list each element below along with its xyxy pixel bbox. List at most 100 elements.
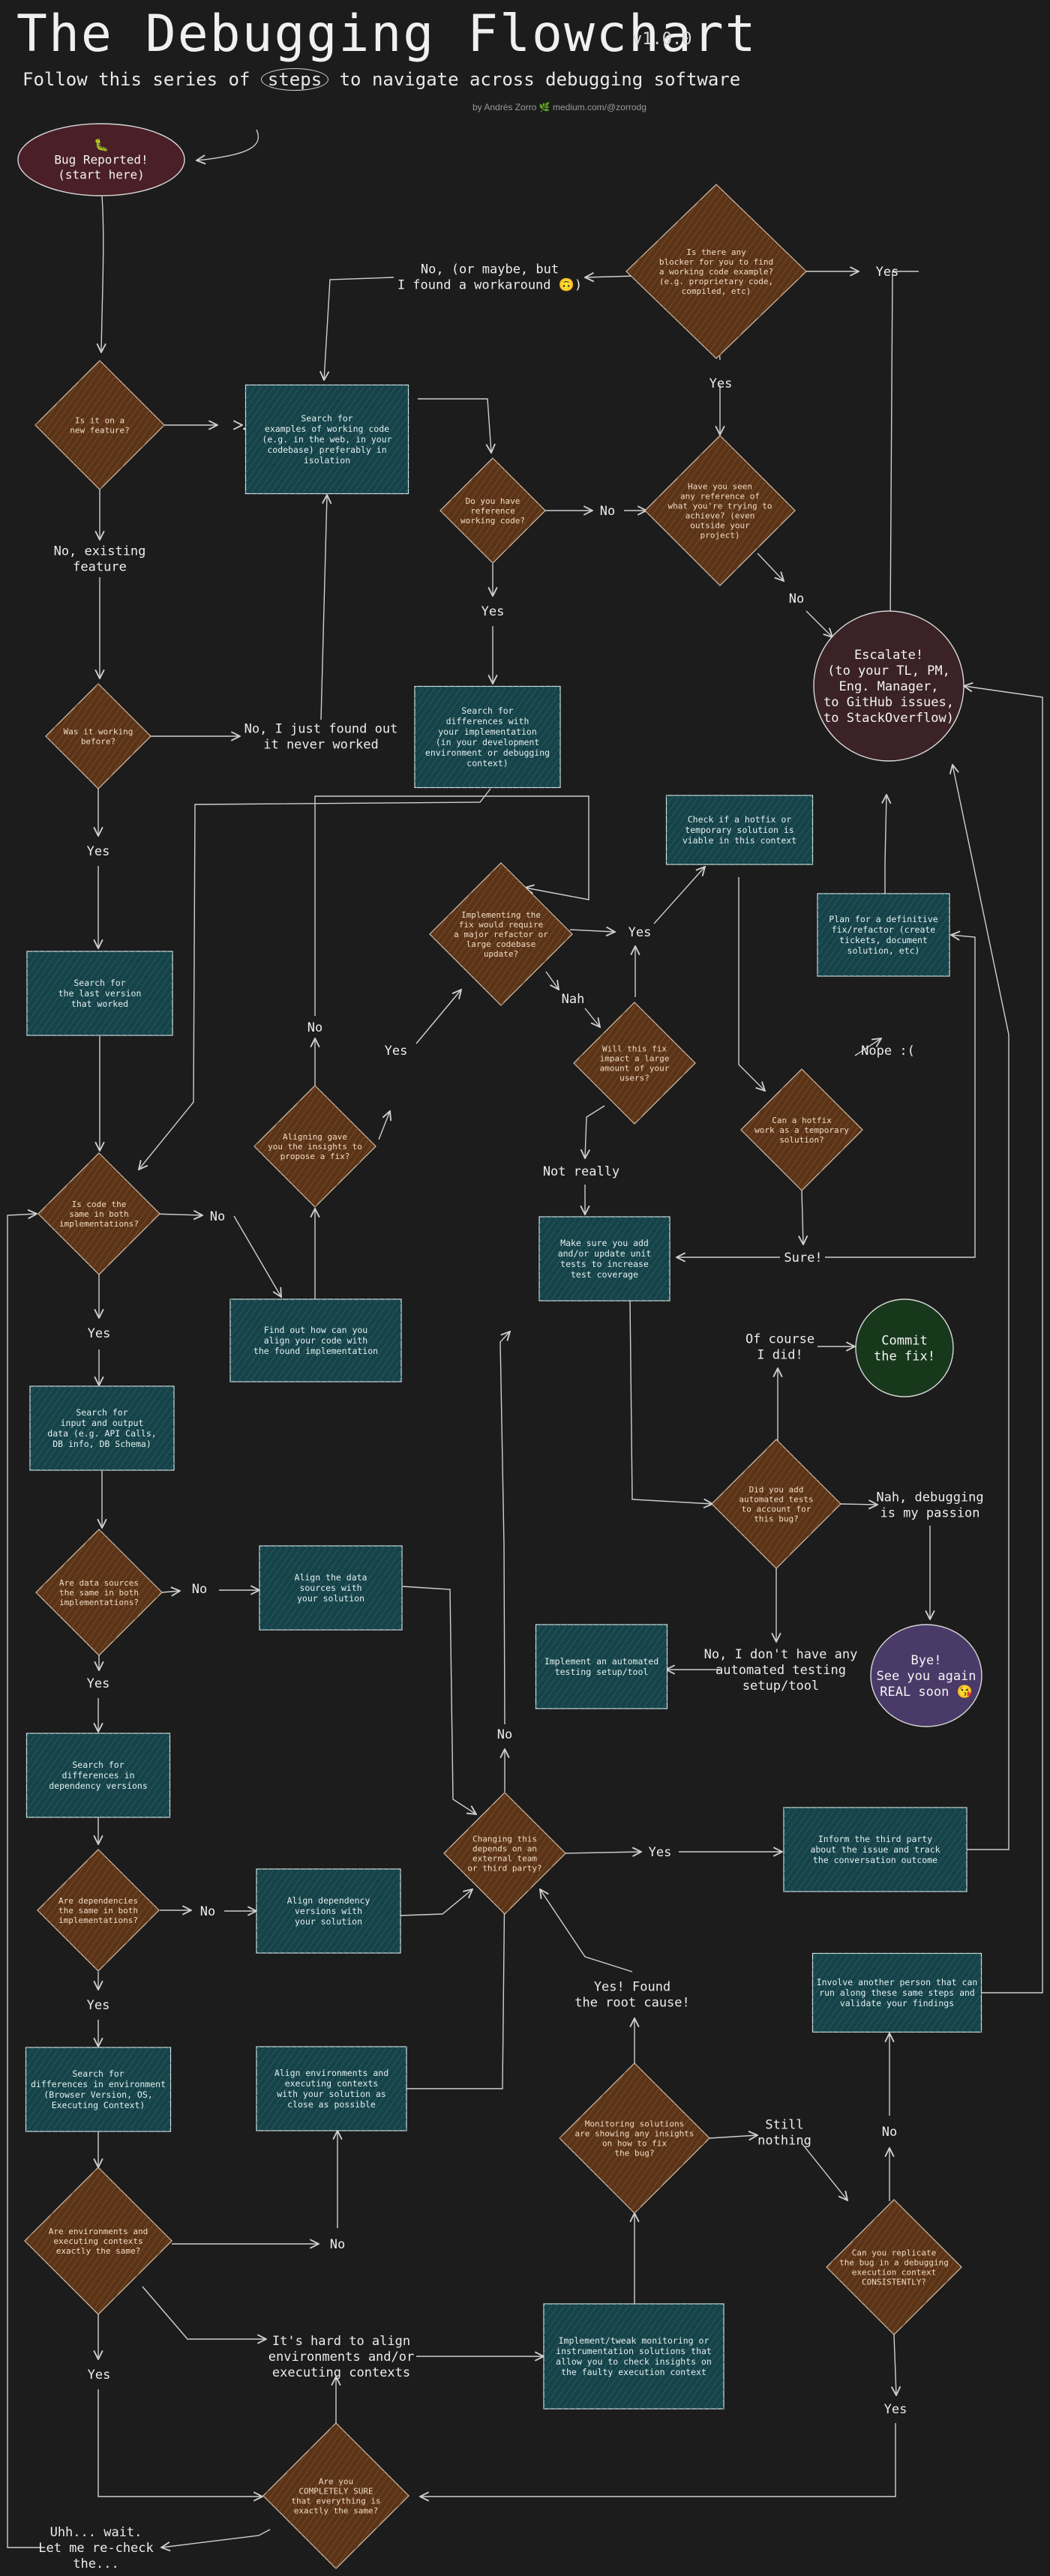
connector-arrow xyxy=(400,1889,472,1916)
subtitle-keyword: steps xyxy=(260,68,329,91)
no-envs-same-label: No xyxy=(330,2237,345,2252)
sure-text: Sure! xyxy=(784,1251,822,1266)
connector-arrow xyxy=(540,1889,633,1972)
connector-arrow xyxy=(233,1215,281,1297)
no-data-same-text: No xyxy=(192,1582,207,1597)
connector-arrow xyxy=(825,935,976,1258)
no-external-label: No xyxy=(497,1727,512,1742)
connector-arrow xyxy=(806,610,832,637)
connector-arrow xyxy=(98,2389,262,2497)
connector-arrow xyxy=(418,398,491,453)
yes-external-text: Yes xyxy=(649,1845,672,1860)
connector-arrow xyxy=(584,1008,600,1027)
connector-arrow xyxy=(738,877,765,1091)
connector-arrow xyxy=(585,276,638,277)
connector-arrow xyxy=(569,930,615,932)
connector-arrow xyxy=(653,867,705,924)
subtitle-start: Follow this series of xyxy=(22,69,250,90)
yes-data-same-label: Yes xyxy=(87,1676,110,1691)
connector-arrow xyxy=(894,2334,896,2395)
no-replicate-text: No xyxy=(882,2125,897,2140)
no-align-label: No xyxy=(308,1020,322,1035)
yes-ref-seen-text: Yes xyxy=(876,265,899,280)
yes-have-ref-text: Yes xyxy=(482,604,505,619)
nah-text: Nah xyxy=(562,992,585,1007)
bug-reported-terminal: 🐛Bug Reported!(start here) xyxy=(17,123,185,196)
yes-align-text: Yes xyxy=(385,1044,408,1059)
connector-arrow xyxy=(500,1331,510,1725)
yes-external-label: Yes xyxy=(649,1845,672,1860)
connector-arrow xyxy=(839,1504,878,1505)
yes-replicate-label: Yes xyxy=(884,2402,908,2417)
connector-arrow xyxy=(585,1105,605,1158)
connector-arrow xyxy=(757,553,784,581)
no-data-same-label: No xyxy=(192,1582,207,1597)
no-have-ref-text: No xyxy=(600,504,615,519)
connector-arrow xyxy=(565,1852,641,1853)
no-deps-same-label: No xyxy=(200,1904,215,1919)
yes-blocker-text: Yes xyxy=(710,376,733,391)
connector-arrow xyxy=(139,788,491,1170)
connector-arrow xyxy=(196,129,260,160)
no-envs-same-text: No xyxy=(330,2237,345,2252)
connector-arrow xyxy=(378,1111,390,1140)
yes-envs-same-text: Yes xyxy=(88,2368,111,2383)
yes-replicate-text: Yes xyxy=(884,2402,908,2417)
yes-was-working-text: Yes xyxy=(87,844,110,859)
version-label: v1.0.0 xyxy=(632,30,692,49)
not-really-label: Not really xyxy=(543,1164,620,1179)
connector-arrow xyxy=(152,1214,202,1215)
no-seen-ref-label: No xyxy=(789,592,804,607)
author-credit: by Andrés Zorro 🌿 medium.com/@zorrodg xyxy=(472,102,646,112)
connector-arrow xyxy=(7,1214,45,2548)
yes-have-ref-label: Yes xyxy=(482,604,505,619)
escalate-terminal: Escalate!(to your TL, PM,Eng. Manager,to… xyxy=(813,610,964,762)
connector-arrow xyxy=(964,686,1043,1993)
yes-deps-same-label: Yes xyxy=(87,1998,110,2013)
connector-arrow xyxy=(545,971,559,990)
